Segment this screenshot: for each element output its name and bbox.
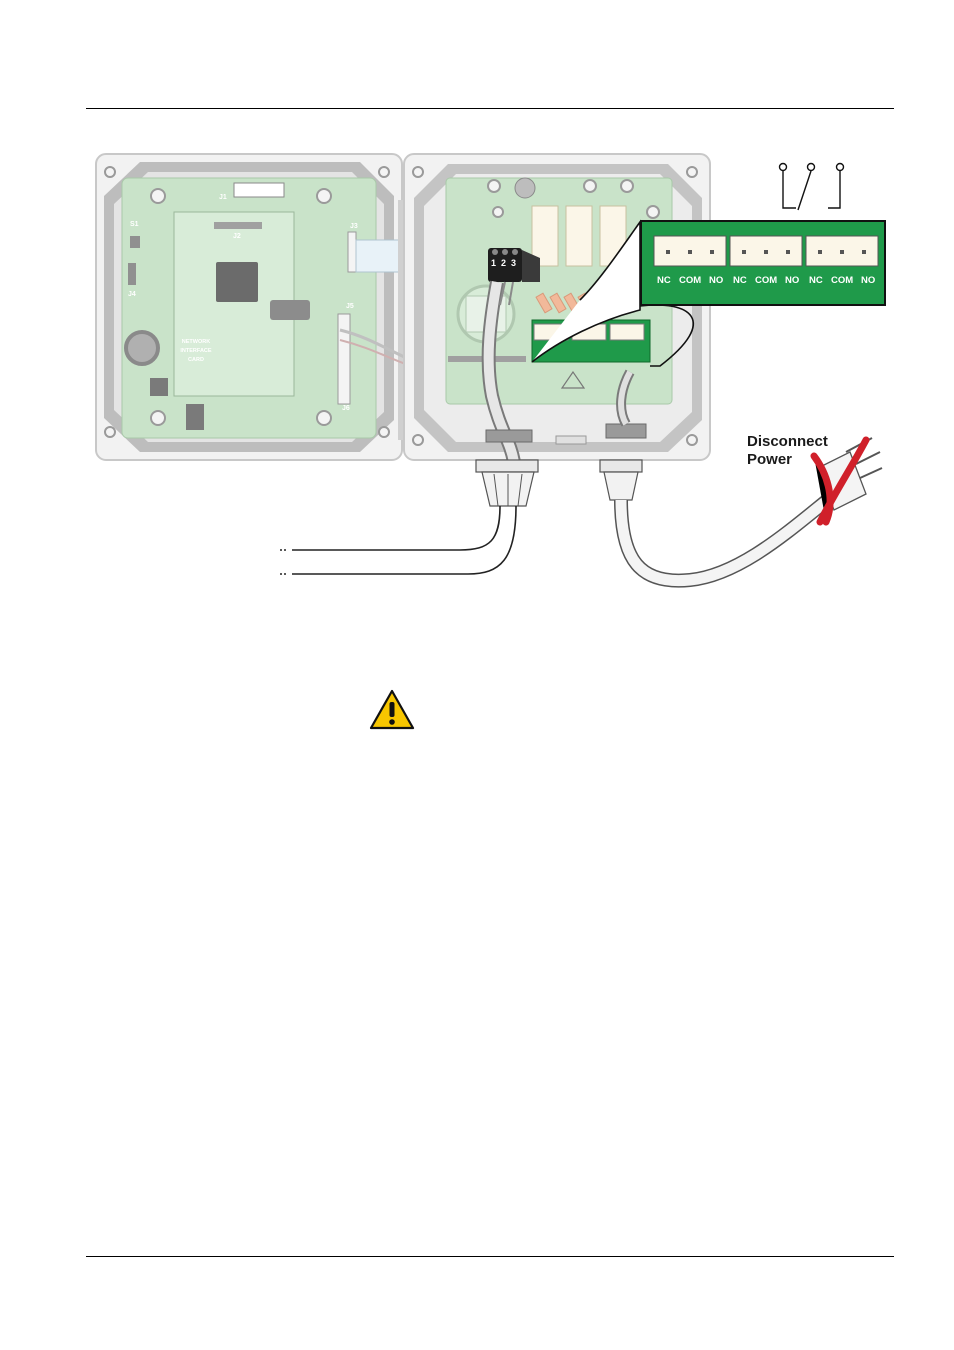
nic-label-line2: INTERFACE (180, 348, 212, 354)
label-j4: J4 (128, 291, 136, 298)
relay2-com: COM (755, 275, 777, 286)
label-j3: J3 (350, 223, 358, 230)
warning-triangle-icon (369, 689, 415, 730)
pin-2-label: 2 (501, 258, 506, 268)
label-j2: J2 (233, 233, 241, 240)
footer-rule (86, 1256, 894, 1257)
relay-contact-symbol (778, 162, 845, 211)
disconnect-label-line2: Power (747, 451, 793, 468)
wiring-diagram: J1 J2 J3 J4 J5 J6 S1 NETWORK INTERFACE C… (95, 153, 886, 588)
nic-label-line3: CARD (188, 357, 204, 363)
enclosure-door: J1 J2 J3 J4 J5 J6 S1 NETWORK INTERFACE C… (95, 153, 403, 461)
power-cable (555, 369, 835, 588)
red-x-icon (810, 436, 870, 526)
relay2-no: NO (785, 275, 799, 286)
relay3-nc: NC (809, 275, 823, 286)
relay2-nc: NC (733, 275, 747, 286)
three-pin-connector: 1 2 3 (488, 248, 540, 282)
label-j1: J1 (219, 194, 227, 201)
disconnect-label-line1: Disconnect (747, 433, 828, 450)
label-j5: J5 (346, 303, 354, 310)
relay1-no: NO (709, 275, 723, 286)
signal-cable (280, 280, 539, 575)
pin-1-label: 1 (491, 258, 496, 268)
header-rule (86, 108, 894, 109)
enclosure-base (403, 153, 711, 461)
relay3-no: NO (861, 275, 875, 286)
nic-label-line1: NETWORK (182, 339, 210, 345)
relay1-com: COM (679, 275, 701, 286)
pin-3-label: 3 (511, 258, 516, 268)
disconnect-power-label: Disconnect Power (747, 433, 828, 469)
relay1-nc: NC (657, 275, 671, 286)
label-j6: J6 (342, 405, 350, 412)
relay3-com: COM (831, 275, 853, 286)
relay-callout: NC COM NO NC COM NO NC COM NO (531, 219, 886, 367)
label-s1: S1 (130, 221, 139, 228)
